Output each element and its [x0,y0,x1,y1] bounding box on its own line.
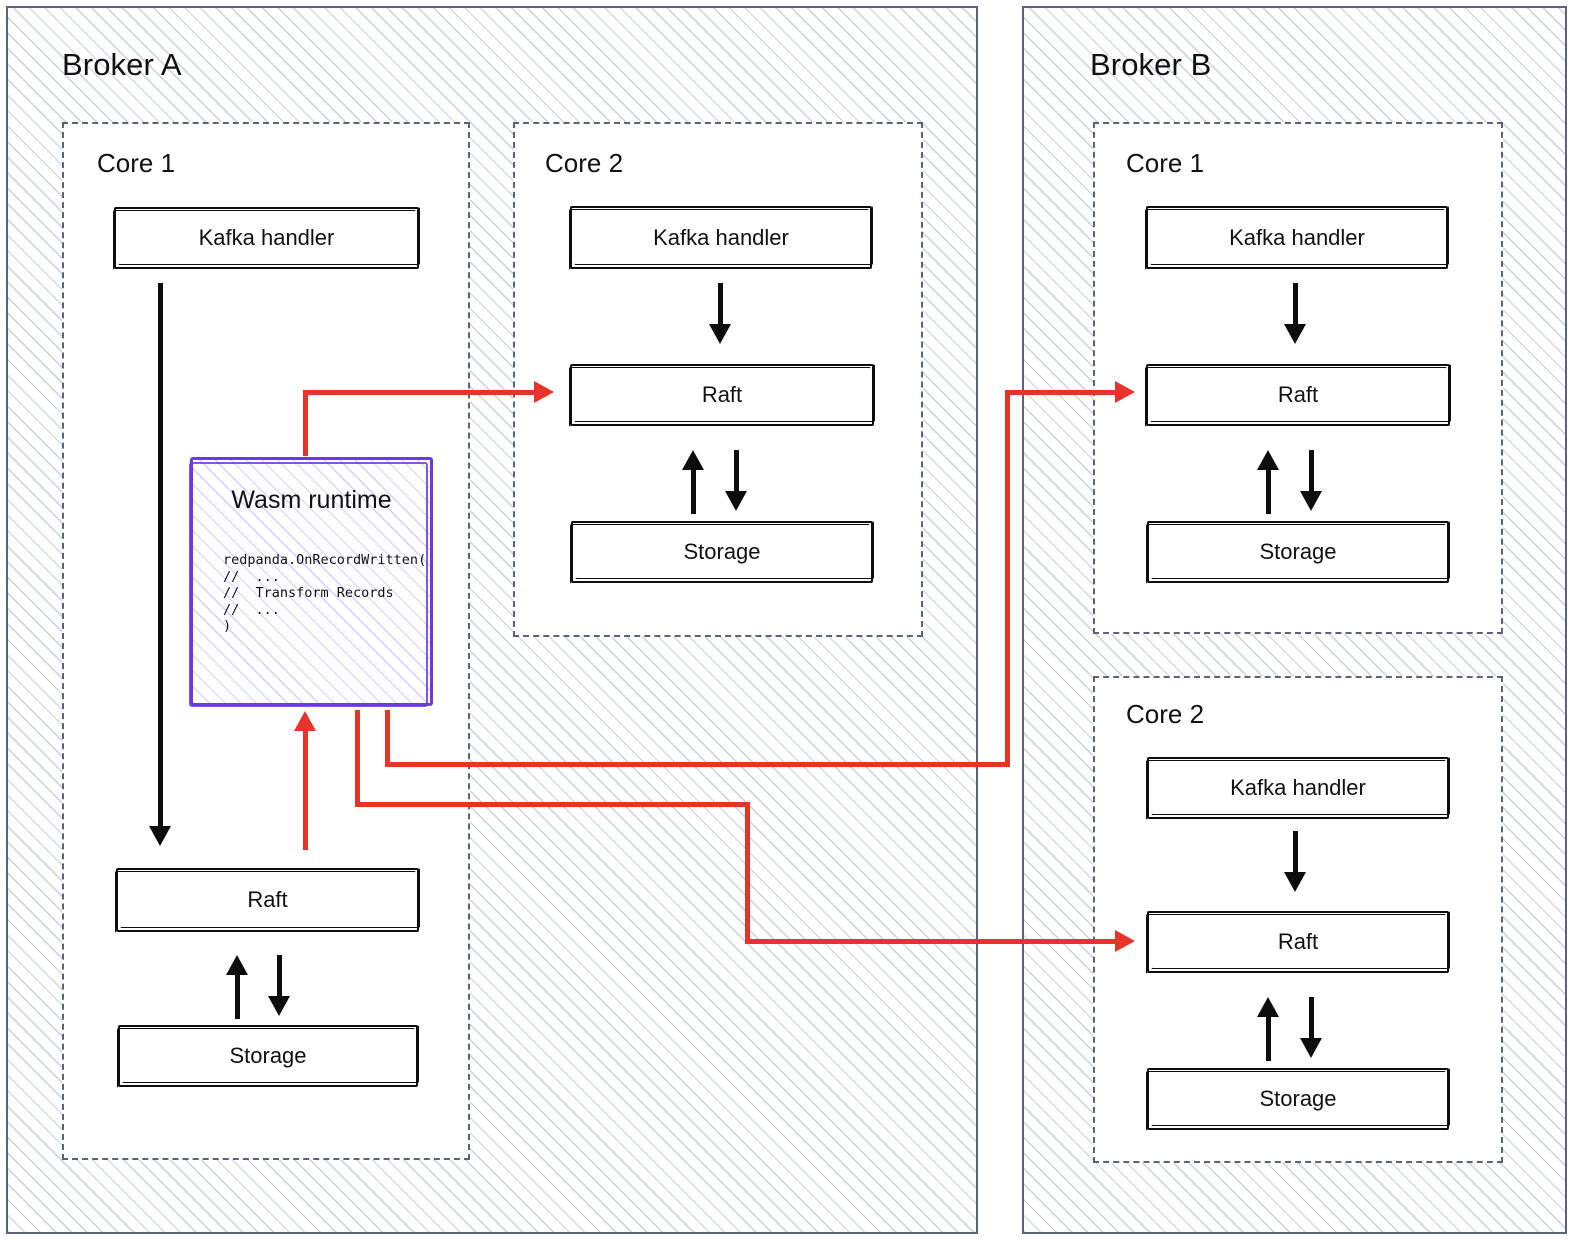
wasm-to-core2-raft-connector-horizontal [303,390,536,395]
broker-a-core-1-storage-to-raft-arrow-line [235,974,240,1019]
broker-b-core-2-title: Core 2 [1126,699,1205,729]
broker-b-title: Broker B [1090,47,1212,82]
wasm-runtime-box[interactable]: Wasm runtime redpanda.OnRecordWritten( /… [189,457,433,707]
broker-a-core-1-kafka-handler-box[interactable]: Kafka handler [113,207,420,270]
broker-b-core-1-storage-to-raft-arrow-head [1257,450,1279,470]
broker-b-core-1-raft-to-storage-arrow-head [1300,491,1322,511]
box-label: Storage [1259,1086,1337,1111]
broker-a-core-2-storage-to-raft-arrow-head [682,450,704,470]
broker-b-core-1-storage-to-raft-arrow-line [1266,469,1271,514]
broker-b-core-1-handler-to-raft-arrow-head [1284,324,1306,344]
broker-a-core-2-storage-box[interactable]: Storage [570,521,874,584]
wasm-to-broker-b-core1-raft-rise [1005,390,1010,765]
broker-a-core-2-raft-to-storage-arrow-head [725,491,747,511]
box-label: Kafka handler [1230,775,1366,800]
broker-a-core-2-handler-to-raft-arrow-line [718,283,723,328]
broker-a-core-2-kafka-handler-box[interactable]: Kafka handler [569,206,873,270]
broker-a-core-1-handler-to-raft-arrow-line [158,283,163,830]
wasm-to-broker-b-core2-raft-arrow-head [1115,930,1135,952]
broker-a-core-1-storage-to-raft-arrow-head [226,955,248,975]
broker-b-core-2-raft-box[interactable]: Raft [1146,911,1450,974]
broker-b-core-1-kafka-handler-box[interactable]: Kafka handler [1145,206,1449,270]
wasm-to-core2-raft-connector-vertical [303,392,308,456]
wasm-runtime-title: Wasm runtime [231,486,392,514]
box-label: Storage [1259,539,1337,564]
box-label: Raft [1277,929,1319,954]
return-to-wasm-arrow-head [294,711,316,731]
box-label: Kafka handler [653,224,789,250]
broker-a-core-2-handler-to-raft-arrow-head [709,324,731,344]
wasm-to-broker-b-core1-raft-approach [1005,390,1117,395]
broker-b-core-1-handler-to-raft-arrow-line [1293,283,1298,328]
wasm-to-core2-raft-arrow-head [534,381,554,403]
broker-a-core-1-title: Core 1 [97,148,176,178]
broker-b-core-2-handler-to-raft-arrow-head [1284,872,1306,892]
wasm-to-broker-b-core1-raft-arrow-head [1115,381,1135,403]
broker-a-core-1-storage-box[interactable]: Storage [117,1025,419,1088]
broker-a-core-1-raft-box[interactable]: Raft [115,868,420,933]
wasm-to-broker-b-core1-raft-drop [385,710,390,765]
broker-b-core-1-raft-to-storage-arrow-line [1309,450,1314,495]
broker-b-core-2-storage-to-raft-arrow-line [1266,1016,1271,1061]
box-label: Kafka handler [198,225,335,250]
broker-a-core-2-storage-to-raft-arrow-line [691,469,696,514]
return-to-wasm-connector-line [303,730,308,850]
broker-b-core-2-kafka-handler-box[interactable]: Kafka handler [1146,757,1450,820]
broker-b-core-2-raft-to-storage-arrow-head [1300,1038,1322,1058]
wasm-to-broker-b-core2-raft-descend [745,802,750,942]
broker-a-core-1-handler-to-raft-arrow-head [149,826,171,846]
broker-b-core-2-storage-box[interactable]: Storage [1146,1068,1450,1131]
box-label: Raft [247,887,288,912]
broker-a-title: Broker A [62,47,182,82]
box-label: Raft [701,382,743,407]
wasm-to-broker-b-core1-raft-run [385,762,1010,767]
wasm-runtime-code: redpanda.OnRecordWritten( // ... // Tran… [223,552,427,634]
broker-b-core-2-raft-to-storage-arrow-line [1309,997,1314,1042]
broker-a-core-1-raft-to-storage-arrow-line [277,955,282,1000]
broker-b-core-1-raft-box[interactable]: Raft [1145,364,1451,427]
wasm-to-broker-b-core2-raft-drop [355,710,360,805]
box-label: Raft [1277,382,1319,407]
broker-a-core-2-raft-to-storage-arrow-line [734,450,739,495]
broker-b-core-2-handler-to-raft-arrow-line [1293,831,1298,876]
broker-a-core-1-raft-to-storage-arrow-head [268,996,290,1016]
broker-b-core-2-storage-to-raft-arrow-head [1257,997,1279,1017]
box-label: Storage [229,1043,307,1068]
broker-b-core-1-storage-box[interactable]: Storage [1146,521,1450,584]
wasm-to-broker-b-core2-raft-run [355,802,750,807]
broker-a-core-2-title: Core 2 [545,148,624,178]
box-label: Kafka handler [1229,224,1365,250]
box-label: Storage [683,539,761,564]
wasm-to-broker-b-core2-raft-approach [745,939,1117,944]
broker-b-core-1-title: Core 1 [1126,148,1205,178]
broker-a-core-2-raft-box[interactable]: Raft [569,364,875,427]
